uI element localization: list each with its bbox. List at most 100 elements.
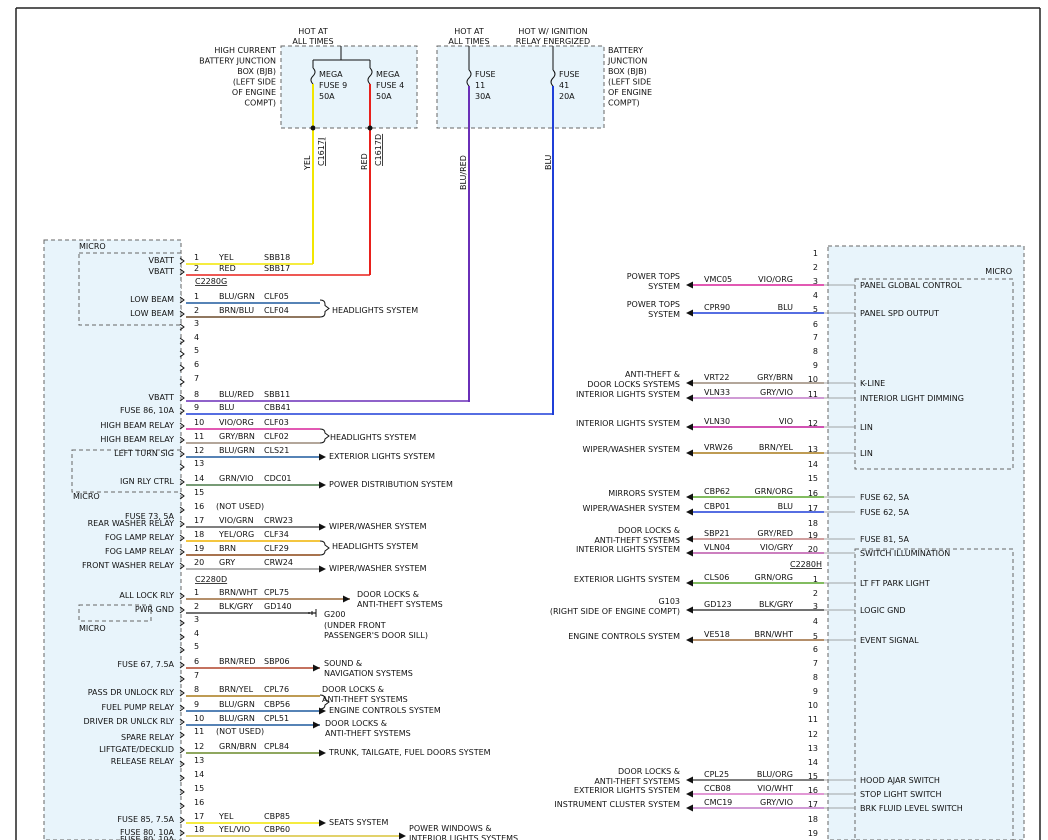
wire-yel-circuit-label: C1617J (317, 138, 326, 166)
hot-with-ignition-label: RELAY ENERGIZED (516, 37, 590, 46)
left-pin-chevron (179, 816, 185, 824)
right-wire-destination-SBP21: ANTI-THEFT SYSTEMS (594, 536, 680, 545)
left-pin-number-4: 4 (194, 333, 199, 342)
wire-yel-color-label: YEL (303, 155, 312, 171)
right-pin-number-7: 7 (813, 333, 818, 342)
headlights-system-destination-2: HEADLIGHTS SYSTEM (330, 433, 416, 442)
right-pin-function-CPL25: HOOD AJAR SWITCH (860, 776, 940, 785)
headlights-system-destination-1: HEADLIGHTS SYSTEM (332, 306, 418, 315)
right-pin-function-CMC19: BRK FLUID LEVEL SWITCH (860, 804, 963, 813)
left-wire-circuit-CBB41: CBB41 (264, 403, 291, 412)
left-pin-number-14: 14 (194, 474, 204, 483)
left-pin-chevron (179, 592, 185, 600)
left-wire-arrow (319, 819, 326, 827)
left-pin-number-6: 6 (194, 657, 199, 666)
left-wire-color-CPL76: BRN/YEL (219, 685, 254, 694)
right-wire-destination-VMC05: SYSTEM (648, 282, 680, 291)
door-locks-brace-2 (319, 694, 330, 710)
right-pin-number-8: 8 (813, 673, 818, 682)
left-pin-not-used-label: (NOT USED) (216, 502, 264, 511)
right-pin-number-11: 11 (808, 715, 818, 724)
right-wire-circuit-VMC05: VMC05 (704, 275, 732, 284)
left-pin-function-CLS21: LEFT TURN SIG (114, 449, 174, 458)
right-pin-number-15: 15 (808, 474, 818, 483)
right-wire-destination-VLN30: INTERIOR LIGHTS SYSTEM (576, 419, 680, 428)
right-wire-color-VLN04: VIO/GRY (760, 543, 793, 552)
right-wire-circuit-VLN30: VLN30 (704, 417, 730, 426)
left-pin-number-4: 4 (194, 629, 199, 638)
right-wire-destination-VRT22: DOOR LOCKS SYSTEMS (587, 380, 680, 389)
hot-at-all-times-label-a: ALL TIMES (292, 37, 333, 46)
left-wire-color-CDC01: GRN/VIO (219, 474, 254, 483)
right-wire-color-VLN33: GRY/VIO (760, 388, 793, 397)
left-wire-destination-CPL84: TRUNK, TAILGATE, FUEL DOORS SYSTEM (328, 748, 491, 757)
right-wire-circuit-CBP01: CBP01 (704, 502, 730, 511)
left-wire-circuit-GD140: GD140 (264, 602, 292, 611)
right-wire-destination-VE518: ENGINE CONTROLS SYSTEM (568, 632, 680, 641)
right-wire-color-SBP21: GRY/RED (757, 529, 793, 538)
ground-g200-location: (UNDER FRONT (324, 621, 386, 630)
fuse-f11-label: 11 (475, 81, 485, 90)
fuse-f41-label: FUSE (559, 70, 580, 79)
right-switch-subpanel (854, 548, 1014, 840)
left-pin-function-CLF34: FOG LAMP RELAY (105, 533, 174, 542)
left-pin-chevron (179, 268, 185, 276)
left-micro-subpanel-low (78, 604, 152, 622)
right-pin-function-VLN33: INTERIOR LIGHT DIMMING (860, 394, 964, 403)
left-wire-circuit-CLF34: CLF34 (264, 530, 289, 539)
left-pin-number-5: 5 (194, 346, 199, 355)
left-pin-chevron (179, 534, 185, 542)
fuse-f41-symbol (550, 69, 556, 87)
right-pin-number-18: 18 (808, 815, 818, 824)
left-pin-chevron (179, 760, 185, 768)
left-pin-number-3: 3 (194, 615, 199, 624)
left-micro-subpanel-top (78, 252, 182, 326)
fuse-73-label: FUSE 73, 5A (125, 512, 174, 521)
right-wire-color-CLS06: GRN/ORG (755, 573, 794, 582)
hot-at-all-times-label-a: HOT AT (298, 27, 328, 36)
left-wire-destination-CBP56: ENGINE CONTROLS SYSTEM (329, 706, 441, 715)
left-wire-color-CLF34: YEL/ORG (218, 530, 254, 539)
fuse-mega9-symbol (310, 67, 316, 85)
right-wire-arrow (686, 790, 693, 798)
left-wire-circuit-CLF02: CLF02 (264, 432, 289, 441)
right-wire-color-CBP01: BLU (778, 502, 794, 511)
right-pin-number-10: 10 (808, 375, 818, 384)
hcbjb-location-label: BOX (BJB) (237, 67, 276, 76)
left-pin-chevron (179, 689, 185, 697)
fuse-mega4-label: MEGA (376, 70, 400, 79)
right-pin-number-7: 7 (813, 659, 818, 668)
left-pin-chevron (179, 296, 185, 304)
left-pin-function-CBP60: FUSE 80, 10A (120, 828, 175, 837)
left-pin-function-SBP06: FUSE 67, 7.5A (117, 660, 174, 669)
left-pin-chevron (179, 323, 185, 331)
left-wire-color-CBP56: BLU/GRN (219, 700, 255, 709)
bjb-location-label: OF ENGINE (608, 88, 652, 97)
left-pin-chevron (179, 378, 185, 386)
right-pin-number-4: 4 (813, 617, 818, 626)
left-pin-chevron (179, 746, 185, 754)
right-wire-destination-VLN33: INTERIOR LIGHTS SYSTEM (576, 390, 680, 399)
left-pin-number-18: 18 (194, 530, 204, 539)
left-pin-number-20: 20 (194, 558, 204, 567)
left-wire-color-CLF03: VIO/ORG (219, 418, 254, 427)
left-pin-chevron (179, 478, 185, 486)
left-pin-chevron (179, 436, 185, 444)
right-pin-number-5: 5 (813, 305, 818, 314)
left-pin-function-CRW23: REAR WASHER RELAY (88, 519, 174, 528)
left-pin-function-CRW24: FRONT WASHER RELAY (82, 561, 174, 570)
right-wire-arrow (686, 508, 693, 516)
left-pin-number-1: 1 (194, 253, 199, 262)
right-pin-number-9: 9 (813, 361, 818, 370)
left-wire-circuit-CPL51: CPL51 (264, 714, 289, 723)
right-wire-arrow (686, 309, 693, 317)
left-wire-circuit-CLF29: CLF29 (264, 544, 289, 553)
right-wire-circuit-CPR90: CPR90 (704, 303, 730, 312)
ground-g200-label: G200 (324, 610, 345, 619)
left-pin-chevron (179, 829, 185, 837)
left-wire-color-CLS21: BLU/GRN (219, 446, 255, 455)
hcbjb-location-label: COMPT) (244, 99, 276, 108)
right-wire-color-CPR90: BLU (778, 303, 794, 312)
fuse-f11-symbol (466, 69, 472, 87)
